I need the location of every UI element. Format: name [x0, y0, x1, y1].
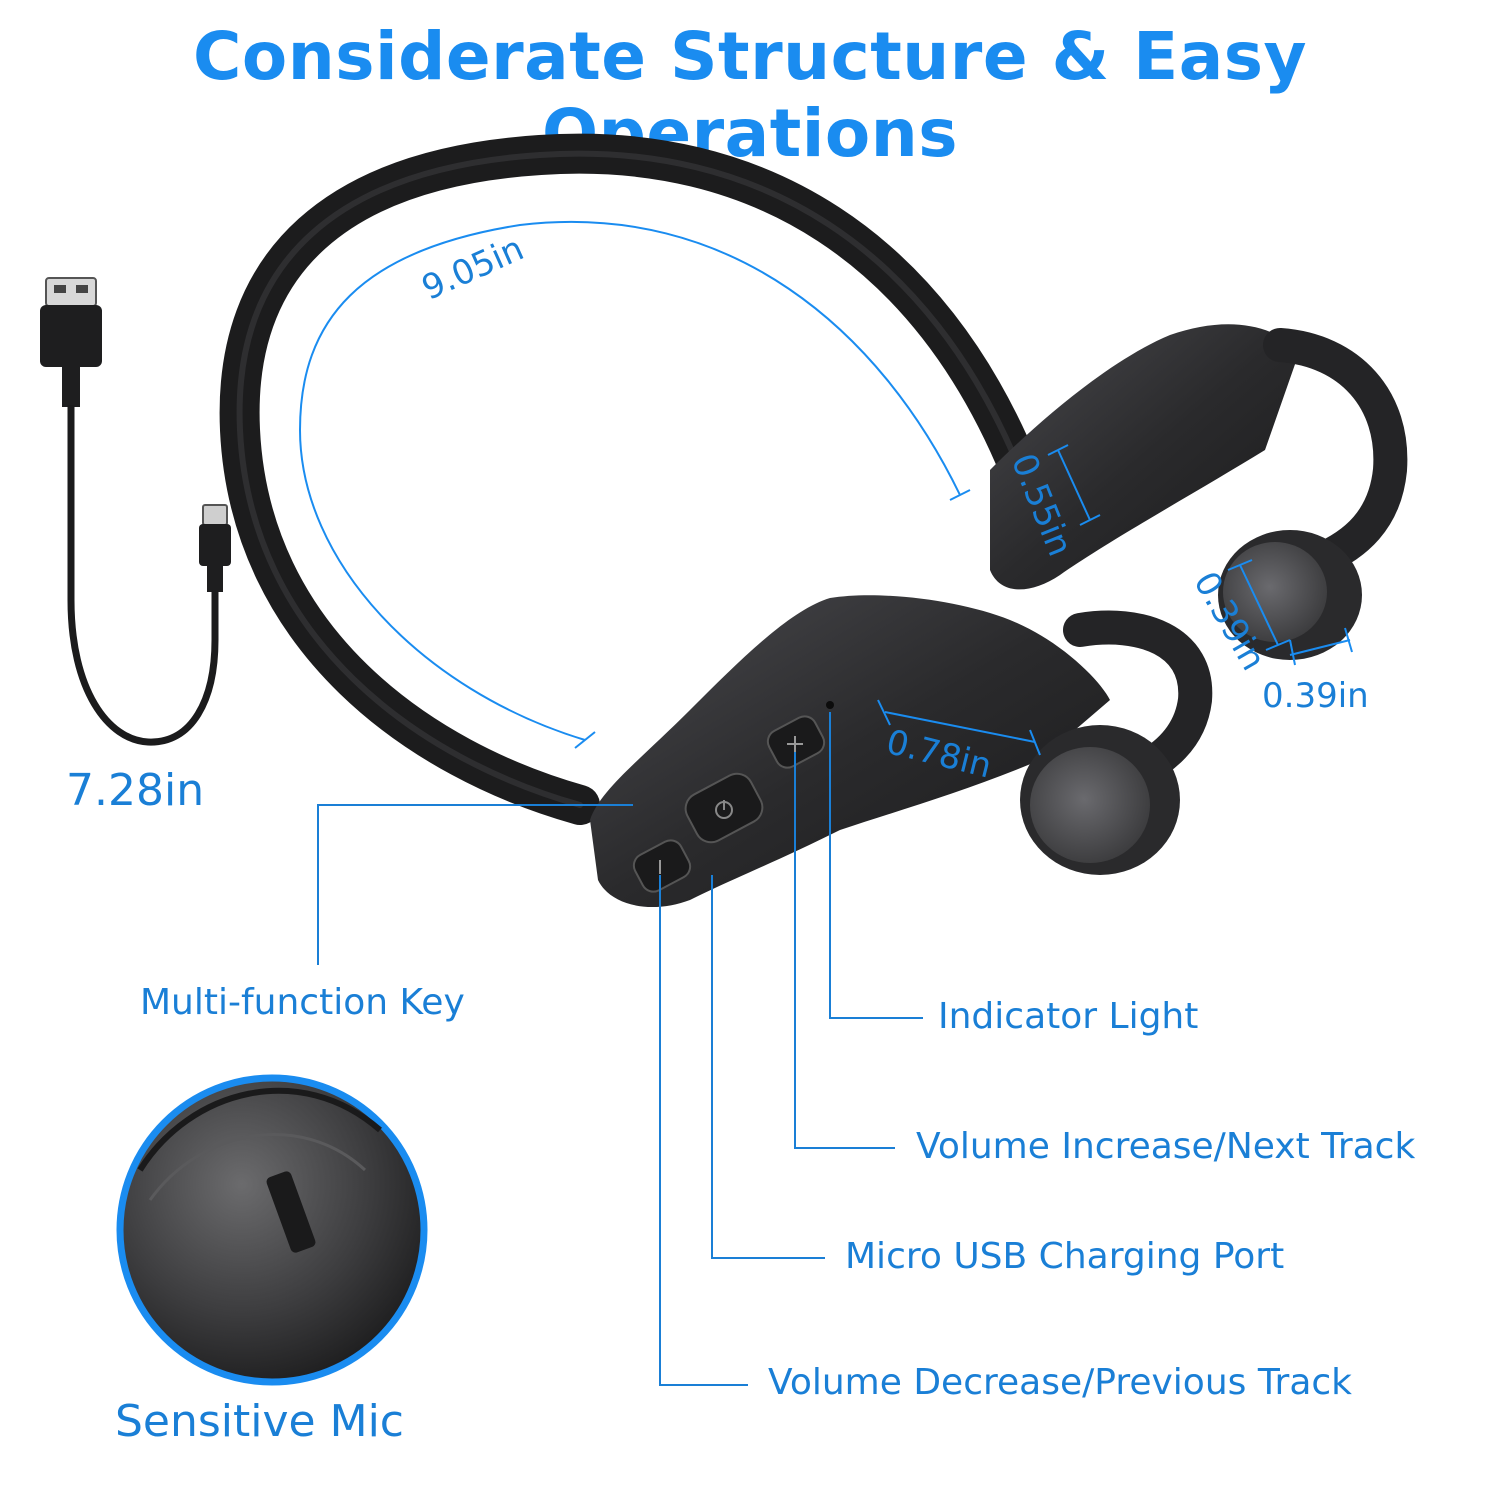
volume-decrease-button[interactable]	[630, 836, 695, 896]
left-transducer-pad	[1020, 725, 1180, 875]
micro-usb-plug-icon	[202, 504, 228, 526]
thickness-dimension-line	[1057, 449, 1091, 521]
callout-leaders	[317, 712, 923, 1386]
right-transducer-pad	[1218, 530, 1362, 660]
leader-multi-function	[317, 804, 633, 965]
neckband-dimension-line	[298, 220, 961, 741]
dimension-lines	[298, 220, 1353, 756]
charging-port-label: Micro USB Charging Port	[845, 1236, 1285, 1277]
mic-hole	[266, 1171, 316, 1253]
volume-increase-label: Volume Increase/Next Track	[916, 1126, 1416, 1167]
indicator-light	[826, 701, 834, 709]
multi-function-key[interactable]	[680, 768, 768, 848]
usb-icon	[40, 305, 102, 367]
usb-a-plug-icon	[45, 277, 97, 307]
sensitive-mic-label: Sensitive Mic	[115, 1396, 404, 1447]
left-ear-hook	[1063, 610, 1213, 787]
right-ear-hook	[1263, 328, 1408, 577]
leader-indicator	[829, 712, 923, 1019]
cable-length-label: 7.28in	[66, 765, 205, 816]
multi-function-key-label: Multi-function Key	[140, 982, 465, 1023]
leader-volume-up	[794, 752, 895, 1149]
pad-dimension-line	[1239, 564, 1279, 646]
volume-decrease-label: Volume Decrease/Previous Track	[768, 1362, 1353, 1403]
leader-volume-down	[659, 875, 748, 1386]
pad-depth-line	[1289, 639, 1351, 656]
usb-cable	[40, 277, 231, 746]
hook-dimension-line	[884, 711, 1036, 743]
page-title: Considerate Structure & Easy Operations	[192, 18, 1308, 172]
mic-closeup	[116, 1074, 428, 1386]
pad-depth-label: 0.39in	[1262, 676, 1369, 716]
volume-increase-button[interactable]	[764, 712, 829, 772]
leader-charging	[711, 875, 825, 1259]
indicator-light-label: Indicator Light	[938, 996, 1199, 1037]
right-housing	[990, 324, 1300, 590]
